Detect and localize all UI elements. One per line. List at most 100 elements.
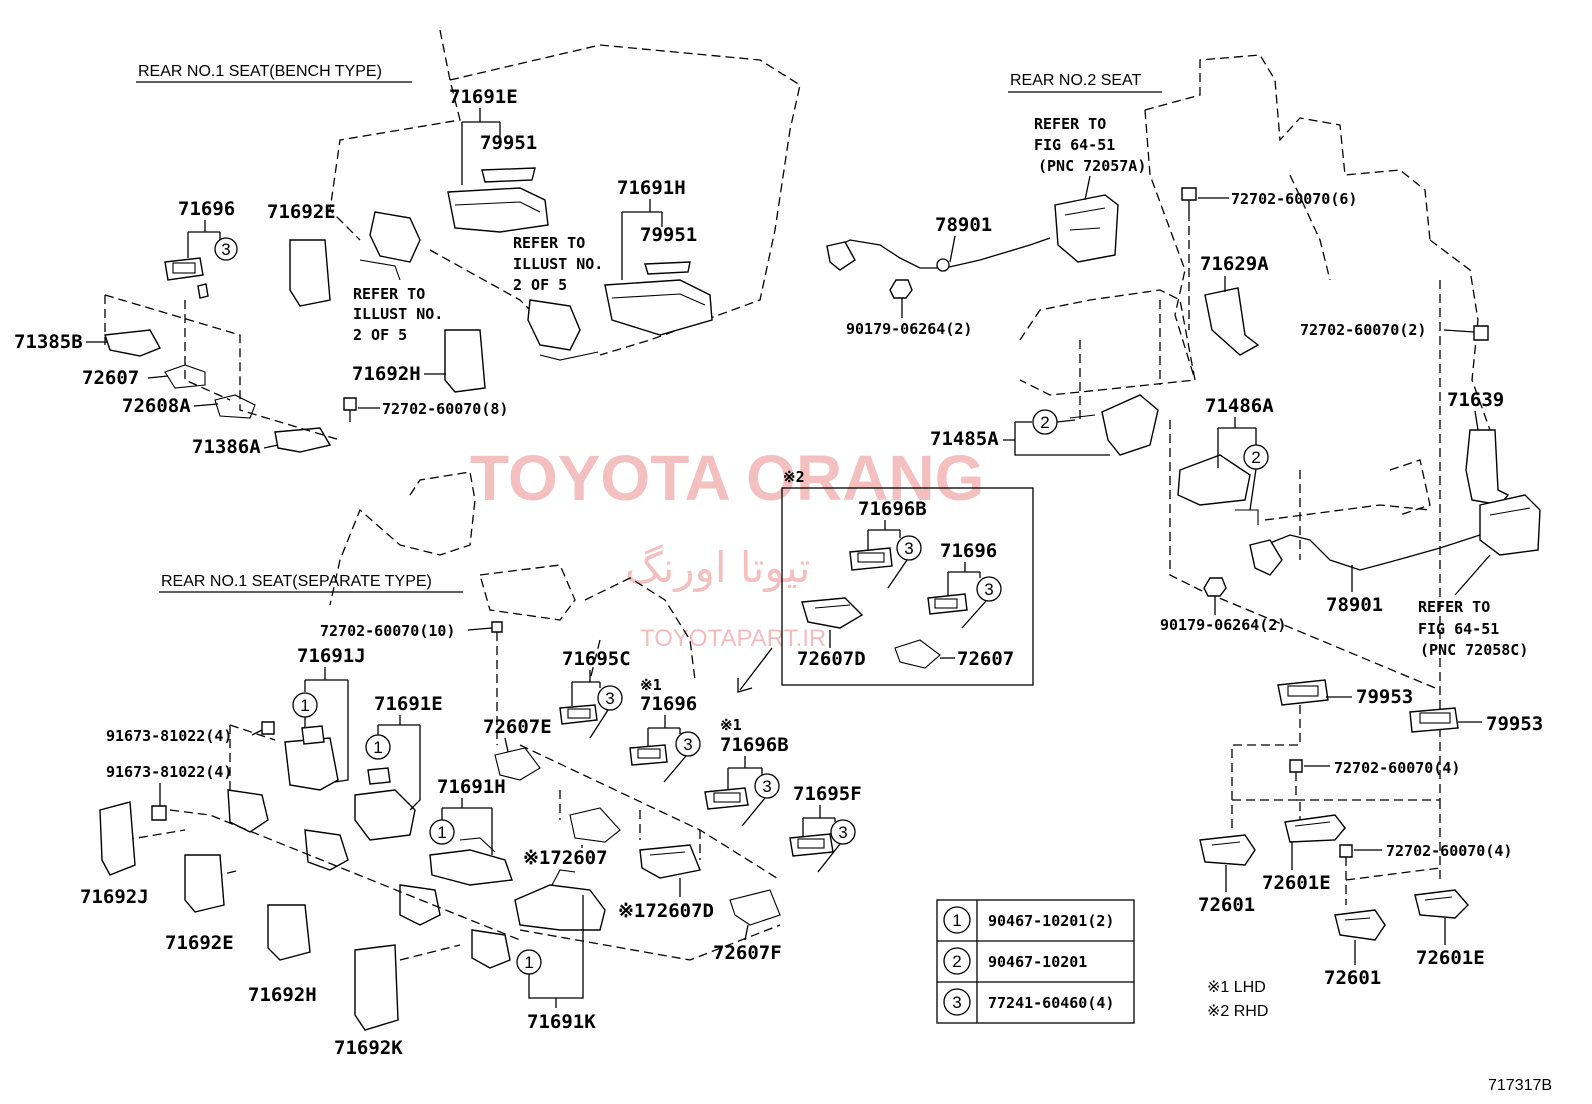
label-71486A: 71486A	[1205, 395, 1274, 417]
watermark-persian: تیوتا اورنگ	[625, 543, 810, 592]
label-71696-bench: 71696	[178, 198, 235, 220]
label-72601E-a: 72601E	[1262, 872, 1331, 894]
label-71692H-bench: 71692H	[352, 363, 421, 385]
label-72702-4a: 72702-60070(4)	[1334, 759, 1460, 777]
figure-id: 717317B	[1488, 1077, 1552, 1094]
callout-3-696b	[754, 773, 780, 799]
label-71691J: 71691J	[297, 645, 366, 667]
legend-circle-1	[943, 906, 971, 934]
label-79953-b: 79953	[1486, 713, 1543, 735]
label-71485A: 71485A	[930, 428, 999, 450]
label-71695C: 71695C	[562, 648, 631, 670]
label-72607-rhd: 72607	[957, 648, 1014, 670]
label-72607-bench: 72607	[82, 367, 139, 389]
label-71691H-sep: 71691H	[437, 776, 506, 798]
section-title-bench: REAR NO.1 SEAT(BENCH TYPE)	[138, 63, 382, 80]
label-71691E-bench: 71691E	[449, 86, 518, 108]
label-90179-b: 90179-06264(2)	[1160, 616, 1286, 634]
svg-text:3: 3	[904, 539, 913, 558]
legend-circle-3	[943, 988, 971, 1016]
refer-b-line3: (PNC 72058C)	[1420, 641, 1528, 659]
callout-3-rhd-b	[976, 576, 1002, 602]
label-71691K: 71691K	[527, 1011, 596, 1033]
label-72607F: 72607F	[713, 942, 782, 964]
callout-3-f	[830, 819, 856, 845]
label-71639: 71639	[1447, 389, 1504, 411]
refer-note-2-line1: REFER TO	[513, 234, 585, 252]
svg-text:3: 3	[221, 240, 230, 259]
legend-num-2: 2	[952, 952, 961, 971]
rhd-box: ※2 71696B 3 71696 3 72607D 72607	[781, 468, 1034, 686]
label-71696B-sep: 71696B	[720, 734, 789, 756]
svg-text:3: 3	[605, 689, 614, 708]
label-72607E: 72607E	[483, 716, 552, 738]
lhd-mark-1: ※1	[640, 676, 662, 694]
label-71385B: 71385B	[14, 331, 83, 353]
label-71696B-rhd: 71696B	[858, 498, 927, 520]
rear2-parts	[826, 187, 1541, 941]
separate-parts	[99, 621, 834, 1031]
callout-3-c	[597, 685, 623, 711]
label-79953-a: 79953	[1356, 686, 1413, 708]
refer-a-line2: FIG 64-51	[1034, 136, 1115, 154]
section-title-separate: REAR NO.1 SEAT(SEPARATE TYPE)	[161, 573, 432, 590]
label-72608A: 72608A	[122, 395, 191, 417]
label-72607-sep: ※172607	[523, 847, 608, 869]
legend-num-1: 1	[952, 911, 961, 930]
svg-text:2: 2	[1251, 448, 1260, 467]
svg-text:3: 3	[762, 777, 771, 796]
svg-text:1: 1	[300, 696, 309, 715]
refer-b-line1: REFER TO	[1418, 598, 1490, 616]
label-72702-2: 72702-60070(2)	[1300, 321, 1426, 339]
callout-3-rhd-a	[896, 535, 922, 561]
rear2-seat-outline	[1019, 54, 1491, 800]
svg-text:3: 3	[683, 735, 692, 754]
callout-1-e	[365, 734, 391, 760]
label-72702-4b: 72702-60070(4)	[1386, 842, 1512, 860]
watermark-site: TOYOTAPART.IR	[640, 625, 826, 652]
label-71692E-bench: 71692E	[267, 201, 336, 223]
label-71692E-sep: 71692E	[165, 932, 234, 954]
refer-note-1-line1: REFER TO	[353, 285, 425, 303]
refer-note-2-line3: 2 OF 5	[513, 276, 567, 294]
label-71386A: 71386A	[192, 436, 261, 458]
legend-circle-2	[943, 947, 971, 975]
legend-part-1: 90467-10201(2)	[988, 912, 1114, 930]
refer-a-line1: REFER TO	[1034, 115, 1106, 133]
label-71695F: 71695F	[793, 783, 862, 805]
label-72702-10: 72702-60070(10)	[320, 622, 455, 640]
label-71696-sep: 71696	[640, 693, 697, 715]
svg-text:1: 1	[373, 738, 382, 757]
label-72607D-sep: ※172607D	[618, 900, 714, 922]
separate-seat-outline	[329, 471, 696, 681]
svg-text:2: 2	[1040, 413, 1049, 432]
label-72607D-rhd: 72607D	[797, 648, 866, 670]
label-71692K: 71692K	[334, 1037, 403, 1059]
svg-text:1: 1	[524, 953, 533, 972]
legend-part-3: 77241-60460(4)	[988, 994, 1114, 1012]
label-72601-b: 72601	[1324, 967, 1381, 989]
refer-a-line3: (PNC 72057A)	[1038, 157, 1146, 175]
legend-table: 1 90467-10201(2) 2 90467-10201 3 77241-6…	[936, 899, 1135, 1024]
label-71691E-sep: 71691E	[374, 693, 443, 715]
label-72702-6: 72702-60070(6)	[1231, 190, 1357, 208]
label-72601-a: 72601	[1198, 894, 1255, 916]
refer-note-1-line2: ILLUST NO.	[353, 305, 443, 323]
direction-arrow	[739, 647, 773, 691]
svg-text:3: 3	[984, 580, 993, 599]
note-lhd: ※1 LHD	[1207, 979, 1266, 996]
svg-text:1: 1	[437, 823, 446, 842]
watermark-main: TOYOTA ORANG	[470, 442, 984, 514]
label-91673-b: 91673-81022(4)	[106, 763, 232, 781]
legend-num-3: 3	[952, 993, 961, 1012]
label-71692H-sep: 71692H	[248, 984, 317, 1006]
legend-part-2: 90467-10201	[988, 953, 1087, 971]
label-71691H-bench: 71691H	[617, 177, 686, 199]
label-78901-a: 78901	[935, 214, 992, 236]
label-72601E-b: 72601E	[1416, 947, 1485, 969]
lhd-mark-2: ※1	[720, 716, 742, 734]
label-91673-a: 91673-81022(4)	[106, 727, 232, 745]
section-title-rear2: REAR NO.2 SEAT	[1010, 72, 1142, 89]
